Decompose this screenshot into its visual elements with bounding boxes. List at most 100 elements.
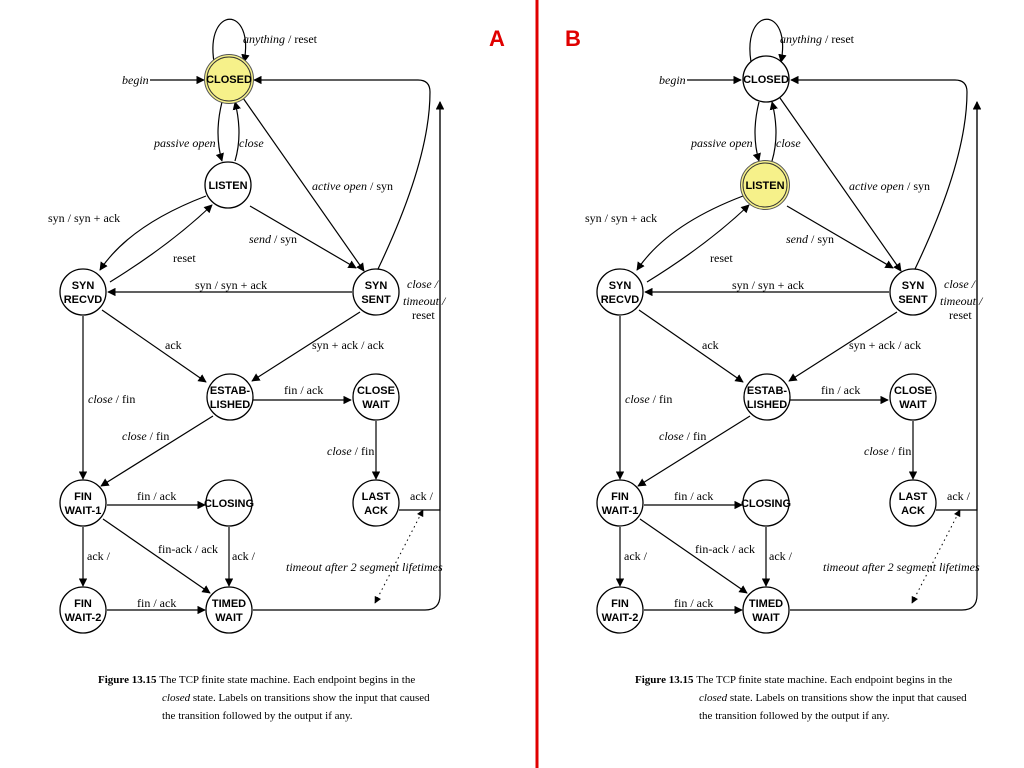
transition-label-fin-ack: fin / ack xyxy=(821,383,860,397)
state-label: WAIT xyxy=(752,612,780,624)
transition-label-active-open: active open / syn xyxy=(312,179,393,193)
transition-arrow xyxy=(749,18,787,63)
transition-label-fin-ack-2: fin / ack xyxy=(674,489,713,503)
transition-arrow xyxy=(249,205,357,269)
state-label: FIN xyxy=(611,491,629,503)
state-closing: CLOSING xyxy=(204,479,254,527)
transition-label-ack-slash-3: ack / xyxy=(232,549,256,563)
state-timed-wait: TIMED WAIT xyxy=(205,586,253,634)
caption-line-2: closed state. Labels on transitions show… xyxy=(699,692,967,704)
transition-arrow xyxy=(101,309,207,383)
state-established: ESTAB- LISHED xyxy=(206,373,254,421)
transition-label-ack-slash-2: ack / xyxy=(87,549,111,563)
transition-arrow xyxy=(786,205,894,269)
transition-label-ack-slash: ack / xyxy=(947,489,971,503)
transition-label-reset-2: reset xyxy=(412,308,435,322)
state-label: CLOSED xyxy=(743,74,789,86)
caption-line-3: the transition followed by the output if… xyxy=(162,710,353,722)
transition-label-anything-reset: anything / reset xyxy=(780,32,855,46)
state-label: ESTAB- xyxy=(747,385,787,397)
transition-label-close-timeout: close / xyxy=(407,277,440,291)
state-label: RECVD xyxy=(601,294,640,306)
transition-label-close-fin-3: close / fin xyxy=(122,429,169,443)
transition-label-anything-reset: anything / reset xyxy=(243,32,318,46)
state-label: SYN xyxy=(902,280,925,292)
transition-label-close-timeout: close / xyxy=(944,277,977,291)
transition-arrow xyxy=(790,75,968,270)
state-closing: CLOSING xyxy=(741,479,791,527)
state-label: TIMED xyxy=(749,598,783,610)
caption-line-3: the transition followed by the output if… xyxy=(699,710,890,722)
state-label: ACK xyxy=(901,505,925,517)
transition-label-reset-2: reset xyxy=(949,308,972,322)
transition-arrow xyxy=(638,309,744,383)
state-label: ESTAB- xyxy=(210,385,250,397)
state-close-wait: CLOSE WAIT xyxy=(889,373,937,421)
state-label: WAIT-1 xyxy=(602,505,639,517)
transition-label-synack-ack: syn + ack / ack xyxy=(849,338,921,352)
transition-label-fin-ack-2: fin / ack xyxy=(137,489,176,503)
state-label: WAIT-2 xyxy=(602,612,639,624)
transition-label-syn-synack-2: syn / syn + ack xyxy=(732,278,804,292)
state-label: FIN xyxy=(611,598,629,610)
transition-arrow xyxy=(242,97,365,272)
transition-arrow xyxy=(232,101,241,162)
transition-label-close: close xyxy=(239,136,264,150)
transition-label-ack-slash-3: ack / xyxy=(769,549,793,563)
state-closed: CLOSED xyxy=(742,55,790,103)
transition-label-fin-ack-3: fin / ack xyxy=(674,596,713,610)
transition-arrow xyxy=(212,18,250,63)
caption-line-2: closed state. Labels on transitions show… xyxy=(162,692,430,704)
transition-label-passive-open: passive open xyxy=(690,136,753,150)
transition-arrow xyxy=(779,97,902,272)
state-fin-wait-2: FIN WAIT-2 xyxy=(59,586,107,634)
transition-arrow xyxy=(215,101,224,162)
caption-line-1: Figure 13.15 The TCP finite state machin… xyxy=(98,674,415,686)
transition-label-ack-slash-2: ack / xyxy=(624,549,648,563)
transition-label-finack-ack: fin-ack / ack xyxy=(695,542,755,556)
transition-label-timeout-2seg: timeout after 2 segment lifetimes xyxy=(823,560,980,574)
transition-arrow xyxy=(99,195,207,271)
transition-arrow xyxy=(637,415,751,487)
state-label: LISHED xyxy=(210,399,250,411)
state-label: LISHED xyxy=(747,399,787,411)
transition-label-ack-slash: ack / xyxy=(410,489,434,503)
transition-label-close-fin: close / fin xyxy=(88,392,135,406)
state-label: FIN xyxy=(74,598,92,610)
panel-b: BCLOSEDLISTENSYNRECVDSYNSENTESTAB-LISHED… xyxy=(565,18,984,722)
state-label: TIMED xyxy=(212,598,246,610)
transition-arrow xyxy=(253,101,445,611)
transition-arrow xyxy=(769,101,778,162)
state-label: WAIT-1 xyxy=(65,505,102,517)
state-label: WAIT xyxy=(215,612,243,624)
state-label: SYN xyxy=(365,280,388,292)
transition-label-begin: begin xyxy=(659,73,686,87)
state-label: RECVD xyxy=(64,294,103,306)
state-label: LAST xyxy=(362,491,391,503)
transition-label-syn-synack: syn / syn + ack xyxy=(585,211,657,225)
state-label: CLOSE xyxy=(894,385,932,397)
transition-label-close-fin-3: close / fin xyxy=(659,429,706,443)
state-closed: CLOSED xyxy=(204,54,254,104)
state-label: WAIT xyxy=(362,399,390,411)
state-label: LAST xyxy=(899,491,928,503)
transition-arrow xyxy=(102,518,211,594)
state-label: LISTEN xyxy=(208,180,247,192)
state-label: WAIT xyxy=(899,399,927,411)
transition-arrow xyxy=(636,195,744,271)
transition-arrow xyxy=(752,101,761,162)
state-label: WAIT-2 xyxy=(65,612,102,624)
state-fin-wait-2: FIN WAIT-2 xyxy=(596,586,644,634)
transition-label-close-fin-2: close / fin xyxy=(864,444,911,458)
state-timed-wait: TIMED WAIT xyxy=(742,586,790,634)
transition-arrow xyxy=(253,75,431,270)
transition-label-reset: reset xyxy=(710,251,733,265)
state-listen: LISTEN xyxy=(204,161,252,209)
